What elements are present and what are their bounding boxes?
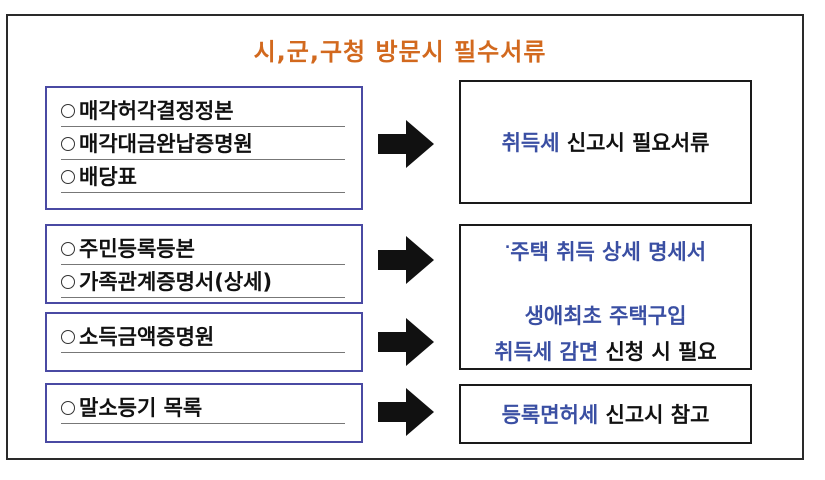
result-highlight: 등록면허세 xyxy=(501,403,599,427)
doc-label: 주민등록등본 xyxy=(79,237,195,261)
doc-group-4: 말소등기 목록 xyxy=(45,383,363,443)
circle-bullet-icon xyxy=(61,242,75,256)
result-highlight: 주택 취득 상세 명세서 xyxy=(510,240,707,264)
doc-label: 배당표 xyxy=(79,165,137,189)
page-title: 시,군,구청 방문시 필수서류 xyxy=(253,38,547,66)
result-text: 신청 시 필요 xyxy=(598,340,717,364)
doc-item: 배당표 xyxy=(61,160,345,193)
result-text: 신고시 참고 xyxy=(598,403,710,427)
result-box-exemption: .주택 취득 상세 명세서 생애최초 주택구입 취득세 감면 신청 시 필요 xyxy=(459,224,752,370)
outer-frame xyxy=(6,14,804,460)
circle-bullet-icon xyxy=(61,104,75,118)
result-text: 신고시 필요서류 xyxy=(559,131,710,155)
doc-label: 매각허각결정정본 xyxy=(79,99,234,123)
result-dot: . xyxy=(504,236,511,252)
doc-label: 소득금액증명원 xyxy=(79,325,215,349)
result-highlight: 생애최초 주택구입 xyxy=(524,304,687,328)
doc-item: 가족관계증명서(상세) xyxy=(61,265,345,298)
circle-bullet-icon xyxy=(61,275,75,289)
circle-bullet-icon xyxy=(61,401,75,415)
doc-item: 말소등기 목록 xyxy=(61,391,345,424)
right-arrow-icon xyxy=(378,236,434,284)
doc-item: 주민등록등본 xyxy=(61,232,345,265)
doc-group-1: 매각허각결정정본 매각대금완납증명원 배당표 xyxy=(45,86,363,210)
circle-bullet-icon xyxy=(61,170,75,184)
doc-label: 가족관계증명서(상세) xyxy=(79,270,273,294)
doc-label: 매각대금완납증명원 xyxy=(79,132,253,156)
doc-item: 매각허각결정정본 xyxy=(61,94,345,127)
result-highlight: 취득세 xyxy=(501,131,560,155)
doc-item: 소득금액증명원 xyxy=(61,320,345,353)
circle-bullet-icon xyxy=(61,137,75,151)
right-arrow-icon xyxy=(378,120,434,168)
doc-item: 매각대금완납증명원 xyxy=(61,127,345,160)
doc-group-3: 소득금액증명원 xyxy=(45,312,363,372)
doc-group-2: 주민등록등본 가족관계증명서(상세) xyxy=(45,224,363,304)
right-arrow-icon xyxy=(378,318,434,366)
right-arrow-icon xyxy=(378,388,434,436)
circle-bullet-icon xyxy=(61,330,75,344)
doc-label: 말소등기 목록 xyxy=(79,396,203,420)
result-box-registration-tax: 등록면허세 신고시 참고 xyxy=(459,384,752,444)
result-box-acquisition-tax: 취득세 신고시 필요서류 xyxy=(459,80,752,204)
result-highlight: 취득세 감면 xyxy=(494,340,599,364)
